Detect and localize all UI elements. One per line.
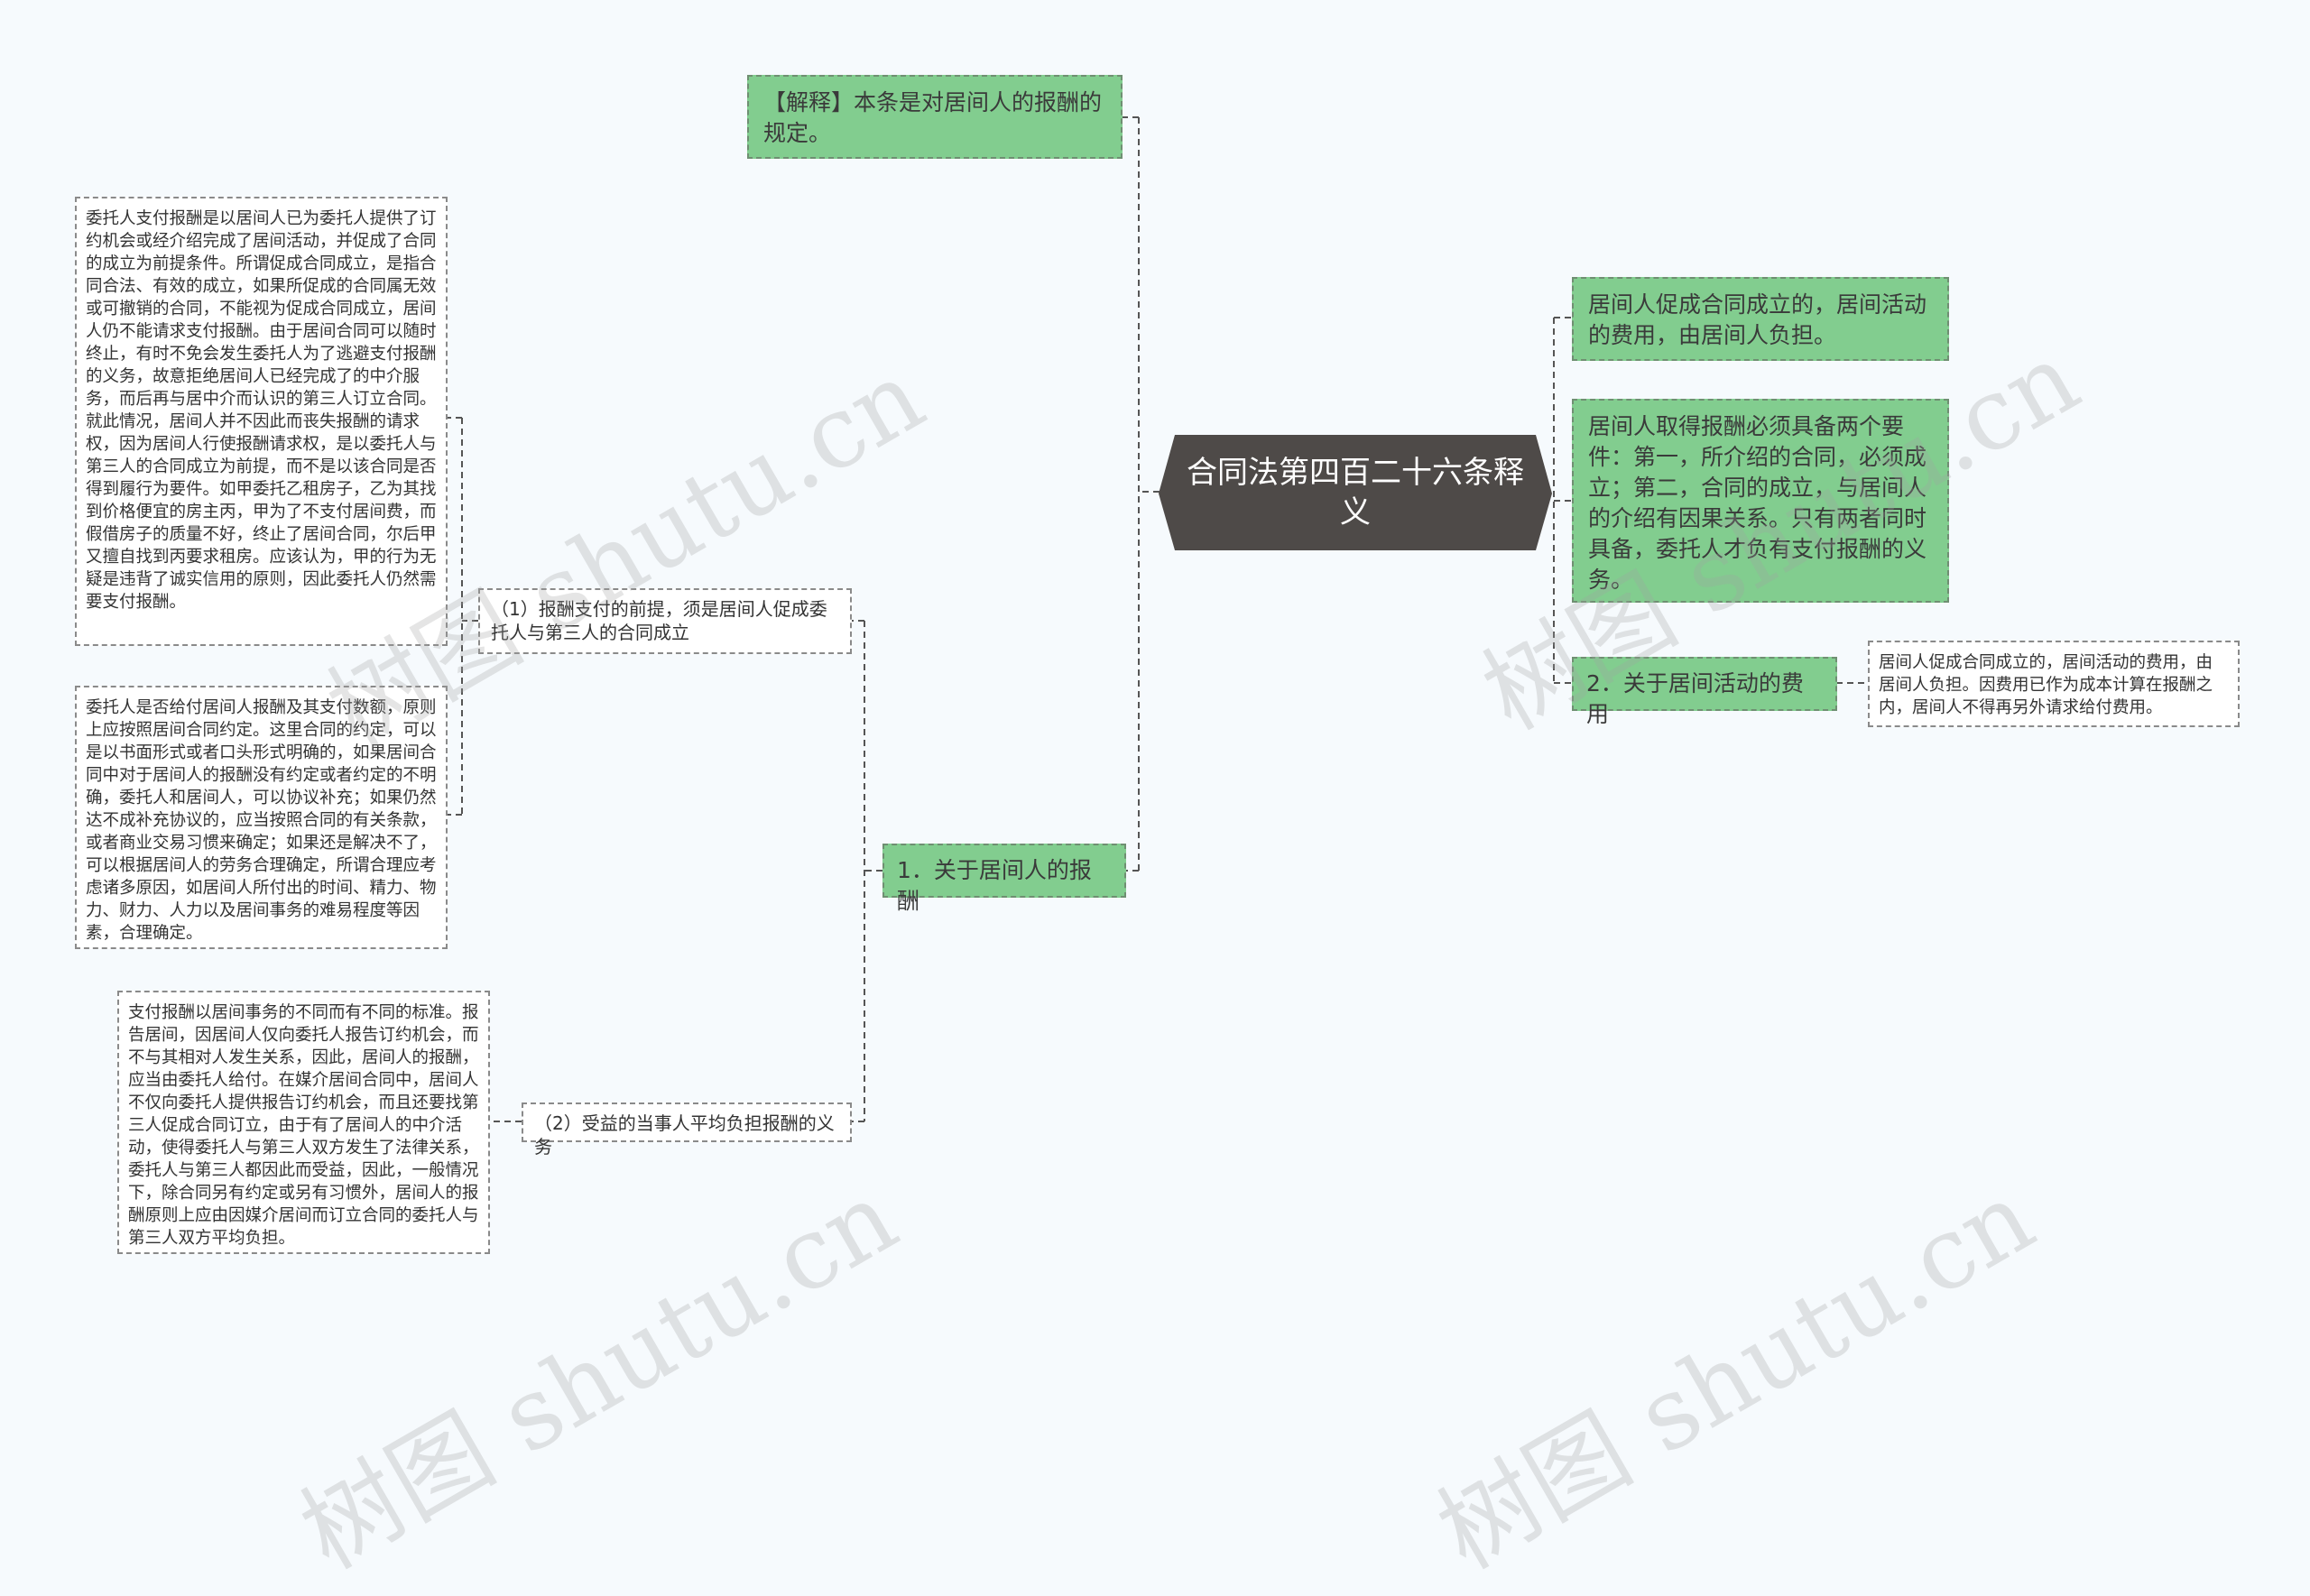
share-detail-text: 支付报酬以居间事务的不同而有不同的标准。报告居间，因居间人仅向委托人报告订约机会…: [128, 1003, 479, 1248]
center-node[interactable]: 合同法第四百二十六条释义: [1173, 451, 1538, 534]
remuneration-node[interactable]: 1．关于居间人的报酬: [882, 844, 1126, 914]
premise-detail-node[interactable]: 委托人支付报酬是以居间人已为委托人提供了订约机会或经介绍完成了居间活动，并促成了…: [75, 197, 448, 646]
cost-bear-node[interactable]: 居间人促成合同成立的，居间活动的费用，由居间人负担。: [1572, 277, 1949, 361]
remuneration-text: 1．关于居间人的报酬: [897, 857, 1092, 914]
center-node-shape: [1159, 435, 1552, 550]
costs-text: 2．关于居间活动的费用: [1586, 670, 1804, 727]
share-text: （2）受益的当事人平均负担报酬的义务: [534, 1112, 835, 1158]
share-node[interactable]: （2）受益的当事人平均负担报酬的义务: [522, 1102, 852, 1158]
conditions-text: 居间人取得报酬必须具备两个要件：第一，所介绍的合同，必须成立；第二，合同的成立，…: [1588, 413, 1927, 593]
costs-detail-text: 居间人促成合同成立的，居间活动的费用，由居间人负担。因费用已作为成本计算在报酬之…: [1879, 653, 2213, 717]
costs-node[interactable]: 2．关于居间活动的费用: [1572, 657, 1837, 727]
costs-detail-node[interactable]: 居间人促成合同成立的，居间活动的费用，由居间人负担。因费用已作为成本计算在报酬之…: [1868, 641, 2240, 727]
explanation-text: 【解释】本条是对居间人的报酬的规定。: [763, 89, 1103, 146]
mind-map-canvas: 合同法第四百二十六条释义 【解释】本条是对居间人的报酬的规定。 1．关于居间人的…: [75, 75, 2240, 1591]
connector-lines: [447, 116, 1868, 1122]
share-detail-node[interactable]: 支付报酬以居间事务的不同而有不同的标准。报告居间，因居间人仅向委托人报告订约机会…: [117, 991, 490, 1254]
premise-text: （1）报酬支付的前提，须是居间人促成委托人与第三人的合同成立: [491, 598, 827, 643]
amount-detail-text: 委托人是否给付居间人报酬及其支付数额，原则上应按照居间合同约定。这里合同的约定，…: [86, 698, 437, 943]
center-node-title: 合同法第四百二十六条释义: [1187, 455, 1524, 530]
explanation-node[interactable]: 【解释】本条是对居间人的报酬的规定。: [747, 75, 1123, 159]
premise-detail-text: 委托人支付报酬是以居间人已为委托人提供了订约机会或经介绍完成了居间活动，并促成了…: [86, 209, 437, 612]
amount-detail-node[interactable]: 委托人是否给付居间人报酬及其支付数额，原则上应按照居间合同约定。这里合同的约定，…: [75, 686, 448, 949]
conditions-node[interactable]: 居间人取得报酬必须具备两个要件：第一，所介绍的合同，必须成立；第二，合同的成立，…: [1572, 399, 1949, 603]
cost-bear-text: 居间人促成合同成立的，居间活动的费用，由居间人负担。: [1588, 291, 1927, 348]
premise-node[interactable]: （1）报酬支付的前提，须是居间人促成委托人与第三人的合同成立: [478, 588, 852, 654]
